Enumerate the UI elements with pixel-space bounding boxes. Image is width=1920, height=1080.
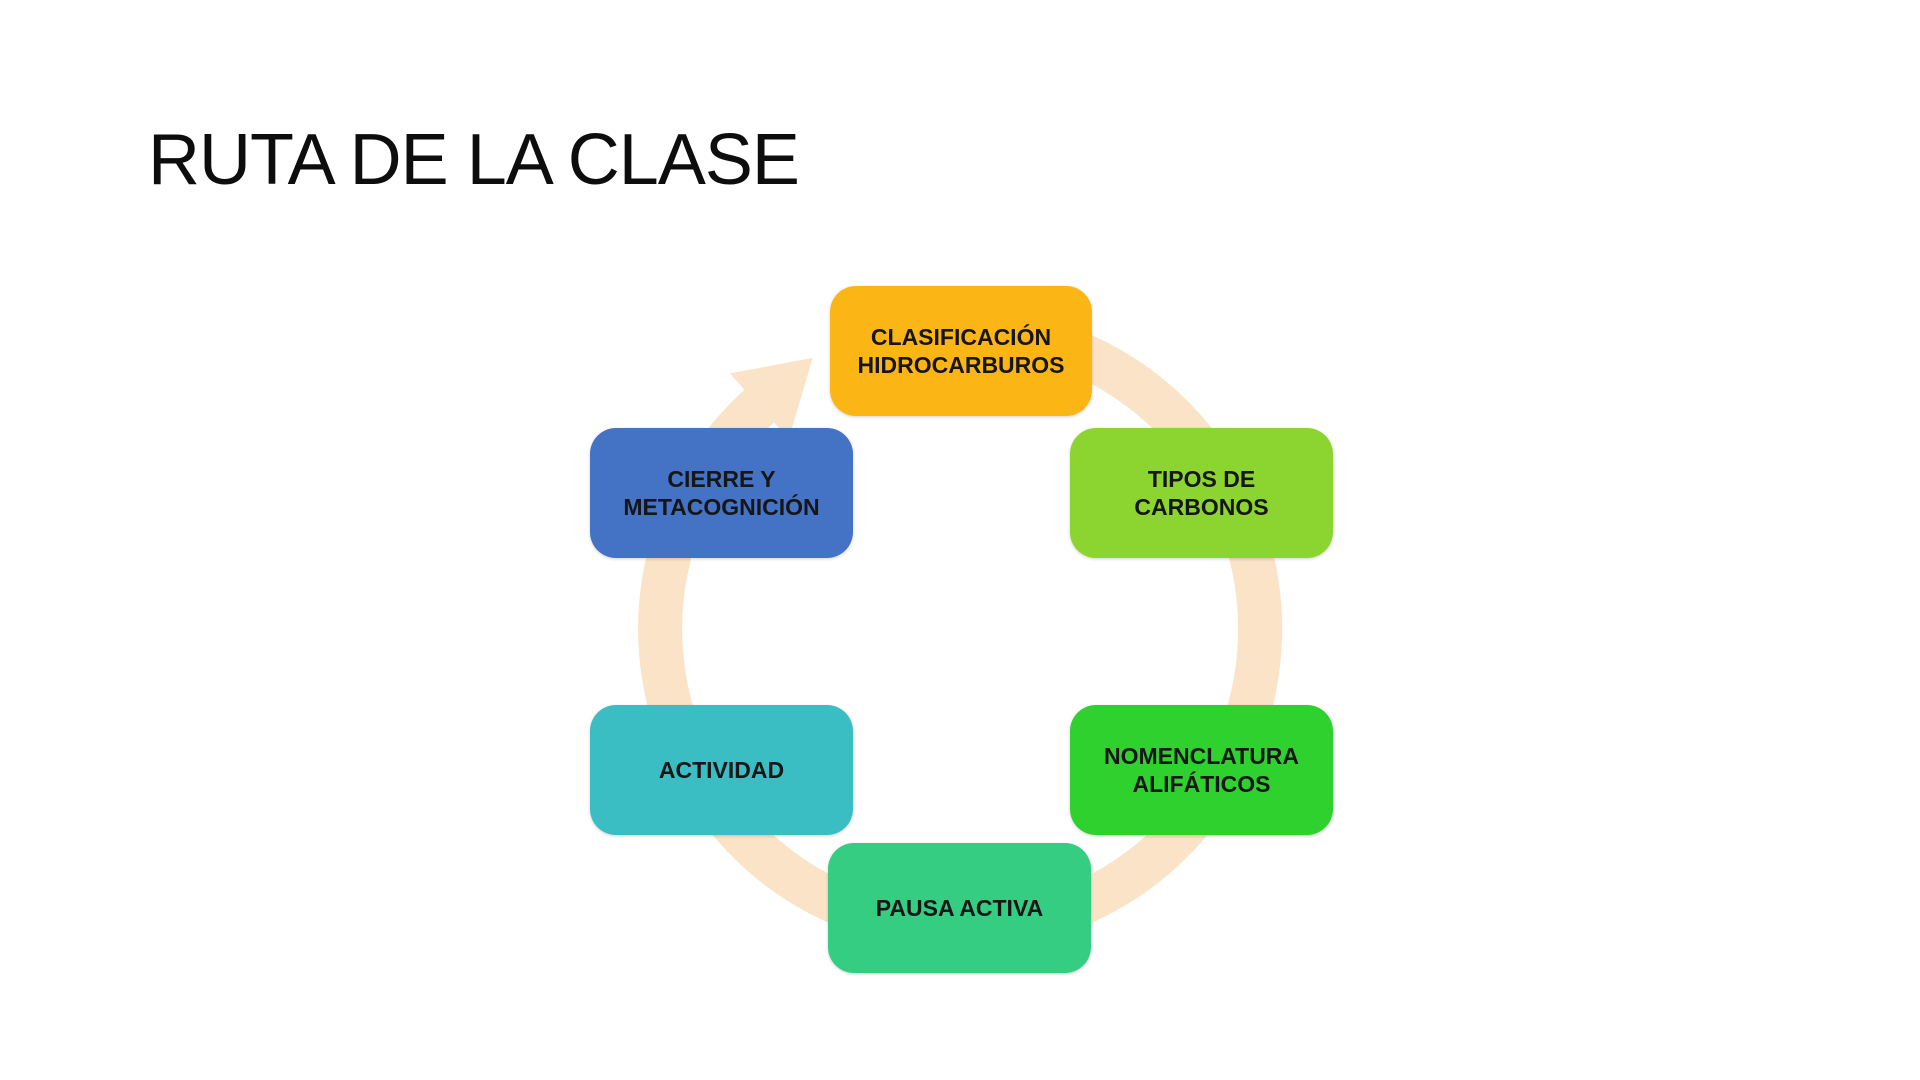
step-label: ACTIVIDAD <box>658 756 785 783</box>
step-label: TIPOS DE CARBONOS <box>1134 465 1269 520</box>
page-title: RUTA DE LA CLASE <box>148 120 800 200</box>
step-clasificacion-hidrocarburos: CLASIFICACIÓN HIDROCARBUROS <box>830 286 1092 416</box>
step-label: NOMENCLATURA ALIFÁTICOS <box>1103 742 1300 797</box>
step-label: CLASIFICACIÓN HIDROCARBUROS <box>857 323 1065 378</box>
step-label: CIERRE Y METACOGNICIÓN <box>623 465 820 520</box>
step-label: PAUSA ACTIVA <box>875 894 1044 921</box>
cycle-arrow-head-icon <box>729 357 813 439</box>
step-nomenclatura-alifaticos: NOMENCLATURA ALIFÁTICOS <box>1070 705 1333 835</box>
cycle-arrow-ring <box>638 306 1283 951</box>
step-actividad: ACTIVIDAD <box>590 705 853 835</box>
step-tipos-de-carbonos: TIPOS DE CARBONOS <box>1070 428 1333 558</box>
step-pausa-activa: PAUSA ACTIVA <box>828 843 1091 973</box>
step-cierre-y-metacognicion: CIERRE Y METACOGNICIÓN <box>590 428 853 558</box>
